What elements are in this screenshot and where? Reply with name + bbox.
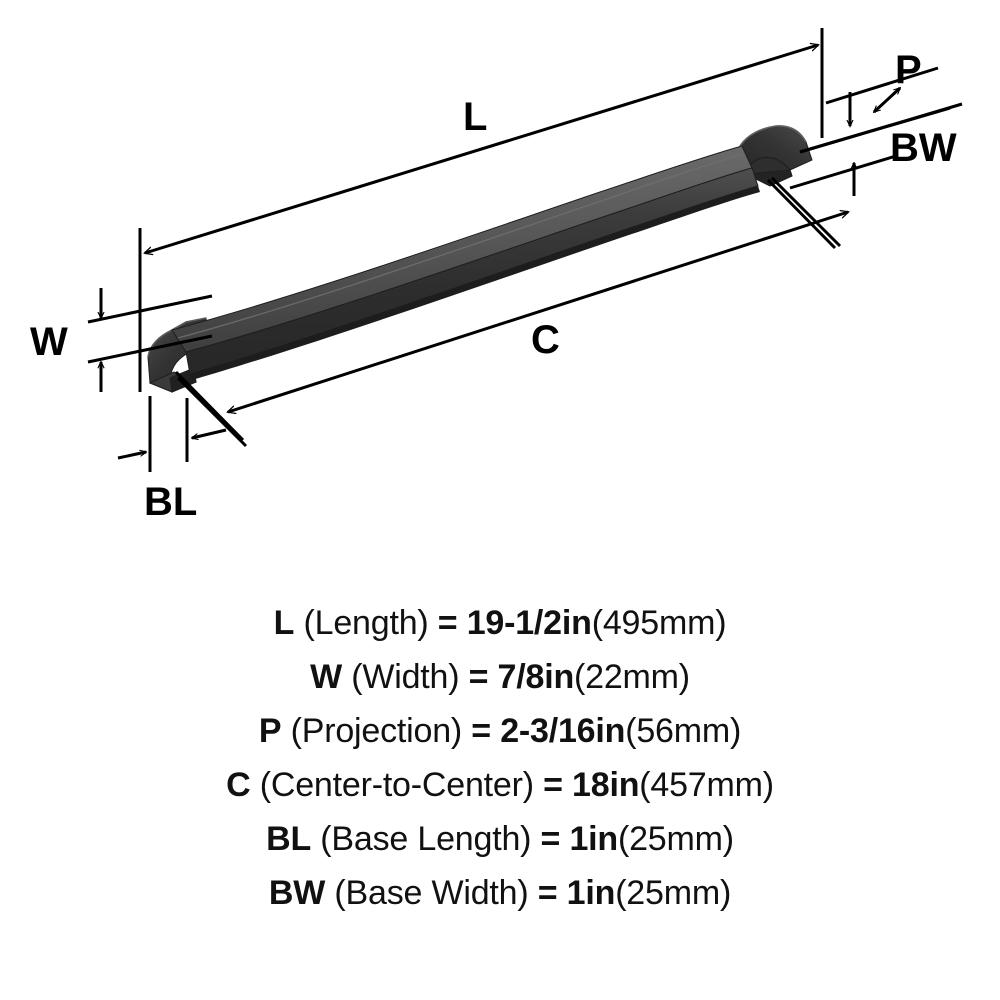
spec-equals: = (468, 658, 489, 696)
spec-symbol: BL (266, 820, 312, 858)
spec-value-in: 18in (572, 766, 640, 804)
spec-name: (Length) (303, 604, 429, 642)
handle-graphic (147, 125, 813, 393)
spec-value-mm: (25mm) (615, 874, 732, 912)
p-double-arrow (874, 88, 900, 112)
spec-value-in: 1in (569, 820, 618, 858)
diagram-svg (87, 28, 963, 472)
w-lower-line (87, 334, 213, 364)
dim-label-l: L (463, 95, 488, 139)
spec-name: (Width) (351, 658, 460, 696)
spec-value-in: 19-1/2in (466, 604, 592, 642)
spec-equals: = (471, 712, 491, 750)
spec-value-mm: (22mm) (574, 658, 690, 696)
spec-value-in: 2-3/16in (500, 712, 626, 750)
handle-dimension-diagram: L W P C BL BW (30, 28, 963, 524)
bl-leader (176, 376, 248, 448)
spec-symbol: BW (268, 874, 326, 912)
c-right-leader (766, 178, 837, 250)
dimension-bw (770, 102, 963, 248)
dim-label-p: P (895, 48, 922, 92)
spec-symbol: C (226, 766, 251, 804)
dim-label-c: C (531, 318, 560, 362)
spec-name: (Projection) (290, 712, 463, 750)
dim-label-bw: BW (890, 126, 957, 170)
specification-list: L (Length) = 19-1/2in(495mm) W (Width) =… (0, 596, 1000, 920)
spec-value-in: 1in (566, 874, 616, 912)
w-upper-line (87, 294, 213, 324)
spec-equals: = (540, 820, 561, 858)
spec-row-bw: BW (Base Width) = 1in(25mm) (0, 866, 1000, 920)
dimension-w (87, 288, 213, 392)
c-dimension-line (228, 212, 848, 412)
spec-value-in: 7/8in (497, 658, 575, 696)
spec-row-bl: BL (Base Length) = 1in(25mm) (0, 812, 1000, 866)
spec-equals: = (537, 874, 558, 912)
bw-lower-line (789, 154, 897, 190)
dimension-bl (117, 376, 248, 472)
dim-label-bl: BL (144, 480, 198, 524)
spec-symbol: W (310, 658, 342, 696)
p-upper-line (825, 66, 939, 105)
spec-name: (Base Width) (334, 874, 529, 912)
spec-equals: = (437, 604, 458, 642)
c-left-leader (174, 370, 245, 442)
bw-leader (770, 176, 842, 248)
spec-row-l: L (Length) = 19-1/2in(495mm) (0, 596, 1000, 650)
spec-row-c: C (Center-to-Center) = 18in(457mm) (0, 758, 1000, 812)
spec-symbol: L (273, 604, 295, 642)
spec-value-mm: (495mm) (591, 604, 727, 642)
dimension-c (174, 178, 848, 442)
spec-name: (Center-to-Center) (259, 766, 534, 804)
bar-front-face (185, 167, 759, 375)
l-dimension-line (145, 45, 818, 253)
bar-bottom-shadow (190, 186, 760, 380)
bl-arrow-right (117, 452, 146, 460)
spec-row-p: P (Projection) = 2-3/16in(56mm) (0, 704, 1000, 758)
spec-name: (Base Length) (320, 820, 532, 858)
spec-value-mm: (457mm) (639, 766, 774, 804)
spec-value-mm: (25mm) (617, 820, 734, 858)
bw-upper-line (799, 102, 963, 154)
spec-symbol: P (258, 712, 282, 750)
spec-row-w: W (Width) = 7/8in(22mm) (0, 650, 1000, 704)
spec-equals: = (543, 766, 563, 804)
spec-value-mm: (56mm) (625, 712, 742, 750)
dim-label-w: W (30, 320, 68, 364)
bl-arrow-left (192, 428, 227, 438)
